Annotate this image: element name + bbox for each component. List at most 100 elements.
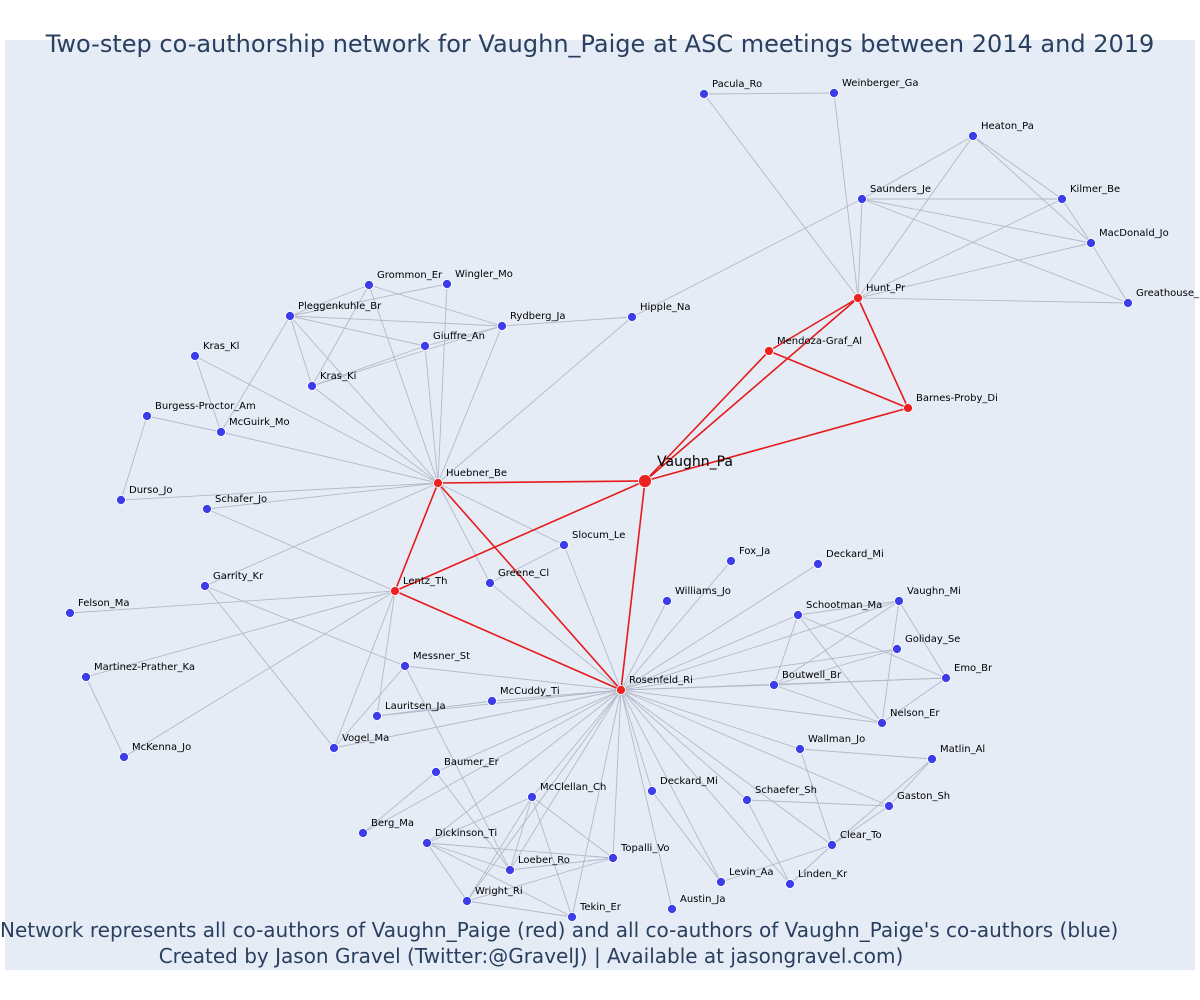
node-dickinson_ti[interactable] [422, 838, 432, 848]
node-kras_kl[interactable] [190, 351, 200, 361]
node-tekin_er[interactable] [567, 912, 577, 922]
node-greathouse_[interactable] [1123, 298, 1133, 308]
node-giuffre_an[interactable] [420, 341, 430, 351]
node-felson_ma[interactable] [65, 608, 75, 618]
node-hunt_pr[interactable] [853, 293, 863, 303]
node-pleggenkuhle_br[interactable] [285, 311, 295, 321]
node-label: Barnes-Proby_Di [916, 393, 998, 404]
node-vogel_ma[interactable] [329, 743, 339, 753]
node-kras_ki[interactable] [307, 381, 317, 391]
node-slocum_le[interactable] [559, 540, 569, 550]
node-wingler_mo[interactable] [442, 279, 452, 289]
node-label: Lauritsen_Ja [385, 701, 446, 712]
node-label: Wright_Ri [475, 886, 523, 897]
node-martinez-prather_ka[interactable] [81, 672, 91, 682]
node-heaton_pa[interactable] [968, 131, 978, 141]
edge-secondary [1090, 242, 1129, 304]
edge-secondary [620, 689, 673, 910]
node-macdonald_jo[interactable] [1086, 238, 1096, 248]
node-pacula_ro[interactable] [699, 89, 709, 99]
edge-secondary [376, 590, 396, 717]
node-label: Burgess-Proctor_Am [155, 401, 256, 412]
edge-secondary [861, 135, 974, 200]
node-greene_cl[interactable] [485, 578, 495, 588]
node-linden_kr[interactable] [785, 879, 795, 889]
node-weinberger_ga[interactable] [829, 88, 839, 98]
node-emo_br[interactable] [941, 673, 951, 683]
edge-secondary [362, 771, 437, 834]
node-deckard_mi_top[interactable] [813, 559, 823, 569]
node-gaston_sh[interactable] [884, 801, 894, 811]
node-vaughn_mi[interactable] [894, 596, 904, 606]
edge-secondary [799, 748, 833, 846]
node-kilmer_be[interactable] [1057, 194, 1067, 204]
node-vaughn_pa[interactable] [638, 474, 652, 488]
node-mcguirk_mo[interactable] [216, 427, 226, 437]
node-rosenfeld_ri[interactable] [616, 685, 626, 695]
edge-secondary [289, 283, 448, 317]
node-durso_jo[interactable] [116, 495, 126, 505]
footer-description: Network represents all co-authors of Vau… [0, 918, 1119, 942]
node-topalli_vo[interactable] [608, 853, 618, 863]
node-matlin_al[interactable] [927, 754, 937, 764]
edge-secondary [620, 648, 898, 691]
node-schafer_jo[interactable] [202, 504, 212, 514]
node-lauritsen_ja[interactable] [372, 711, 382, 721]
node-mccuddy_ti[interactable] [487, 696, 497, 706]
node-messner_st[interactable] [400, 661, 410, 671]
node-barnes-proby_di[interactable] [903, 403, 913, 413]
node-label: McKenna_Jo [132, 742, 191, 753]
node-schaefer_sh[interactable] [742, 795, 752, 805]
node-huebner_be[interactable] [433, 478, 443, 488]
node-deckard_mi_low[interactable] [647, 786, 657, 796]
node-garrity_kr[interactable] [200, 581, 210, 591]
node-hipple_na[interactable] [627, 312, 637, 322]
node-label: Deckard_Mi [826, 549, 884, 560]
footer-credit: Created by Jason Gravel (Twitter:@Gravel… [158, 944, 904, 968]
node-mendoza-graf_al[interactable] [764, 346, 774, 356]
edge-secondary [799, 748, 933, 760]
edge-secondary [204, 482, 439, 587]
edge-secondary [773, 614, 799, 686]
node-schootman_ma[interactable] [793, 610, 803, 620]
node-boutwell_br[interactable] [769, 680, 779, 690]
node-levin_aa[interactable] [716, 877, 726, 887]
edge-secondary [720, 844, 833, 883]
node-label: Pacula_Ro [712, 79, 762, 90]
node-clear_to[interactable] [827, 840, 837, 850]
edge-secondary [333, 590, 396, 749]
node-saunders_je[interactable] [857, 194, 867, 204]
node-label: Greathouse_ [1136, 288, 1200, 299]
node-burgess-proctor_am[interactable] [142, 411, 152, 421]
node-berg_ma[interactable] [358, 828, 368, 838]
edge-primary [620, 480, 646, 691]
node-austin_ja[interactable] [667, 904, 677, 914]
edge-secondary [620, 689, 653, 792]
node-williams_jo[interactable] [662, 596, 672, 606]
edge-secondary [620, 684, 775, 691]
node-mcclellan_ch[interactable] [527, 792, 537, 802]
node-baumer_er[interactable] [431, 767, 441, 777]
node-label: Loeber_Ro [518, 855, 570, 866]
edge-secondary [857, 242, 1092, 299]
node-loeber_ro[interactable] [505, 865, 515, 875]
node-label: Hipple_Na [640, 302, 691, 313]
edge-secondary [289, 284, 370, 317]
node-lentz_th[interactable] [390, 586, 400, 596]
node-label: Levin_Aa [729, 867, 774, 878]
edge-secondary [620, 689, 833, 846]
node-goliday_se[interactable] [892, 644, 902, 654]
edge-secondary [404, 665, 622, 691]
node-label: Clear_To [840, 830, 882, 841]
edge-secondary [831, 758, 933, 846]
node-mckenna_jo[interactable] [119, 752, 129, 762]
node-grommon_er[interactable] [364, 280, 374, 290]
node-label: Schaefer_Sh [755, 785, 817, 796]
edge-secondary [563, 544, 622, 691]
node-rydberg_ja[interactable] [497, 321, 507, 331]
node-wallman_jo[interactable] [795, 744, 805, 754]
edges [69, 92, 1129, 918]
node-nelson_er[interactable] [877, 718, 887, 728]
node-wright_ri[interactable] [462, 896, 472, 906]
node-fox_ja[interactable] [726, 556, 736, 566]
